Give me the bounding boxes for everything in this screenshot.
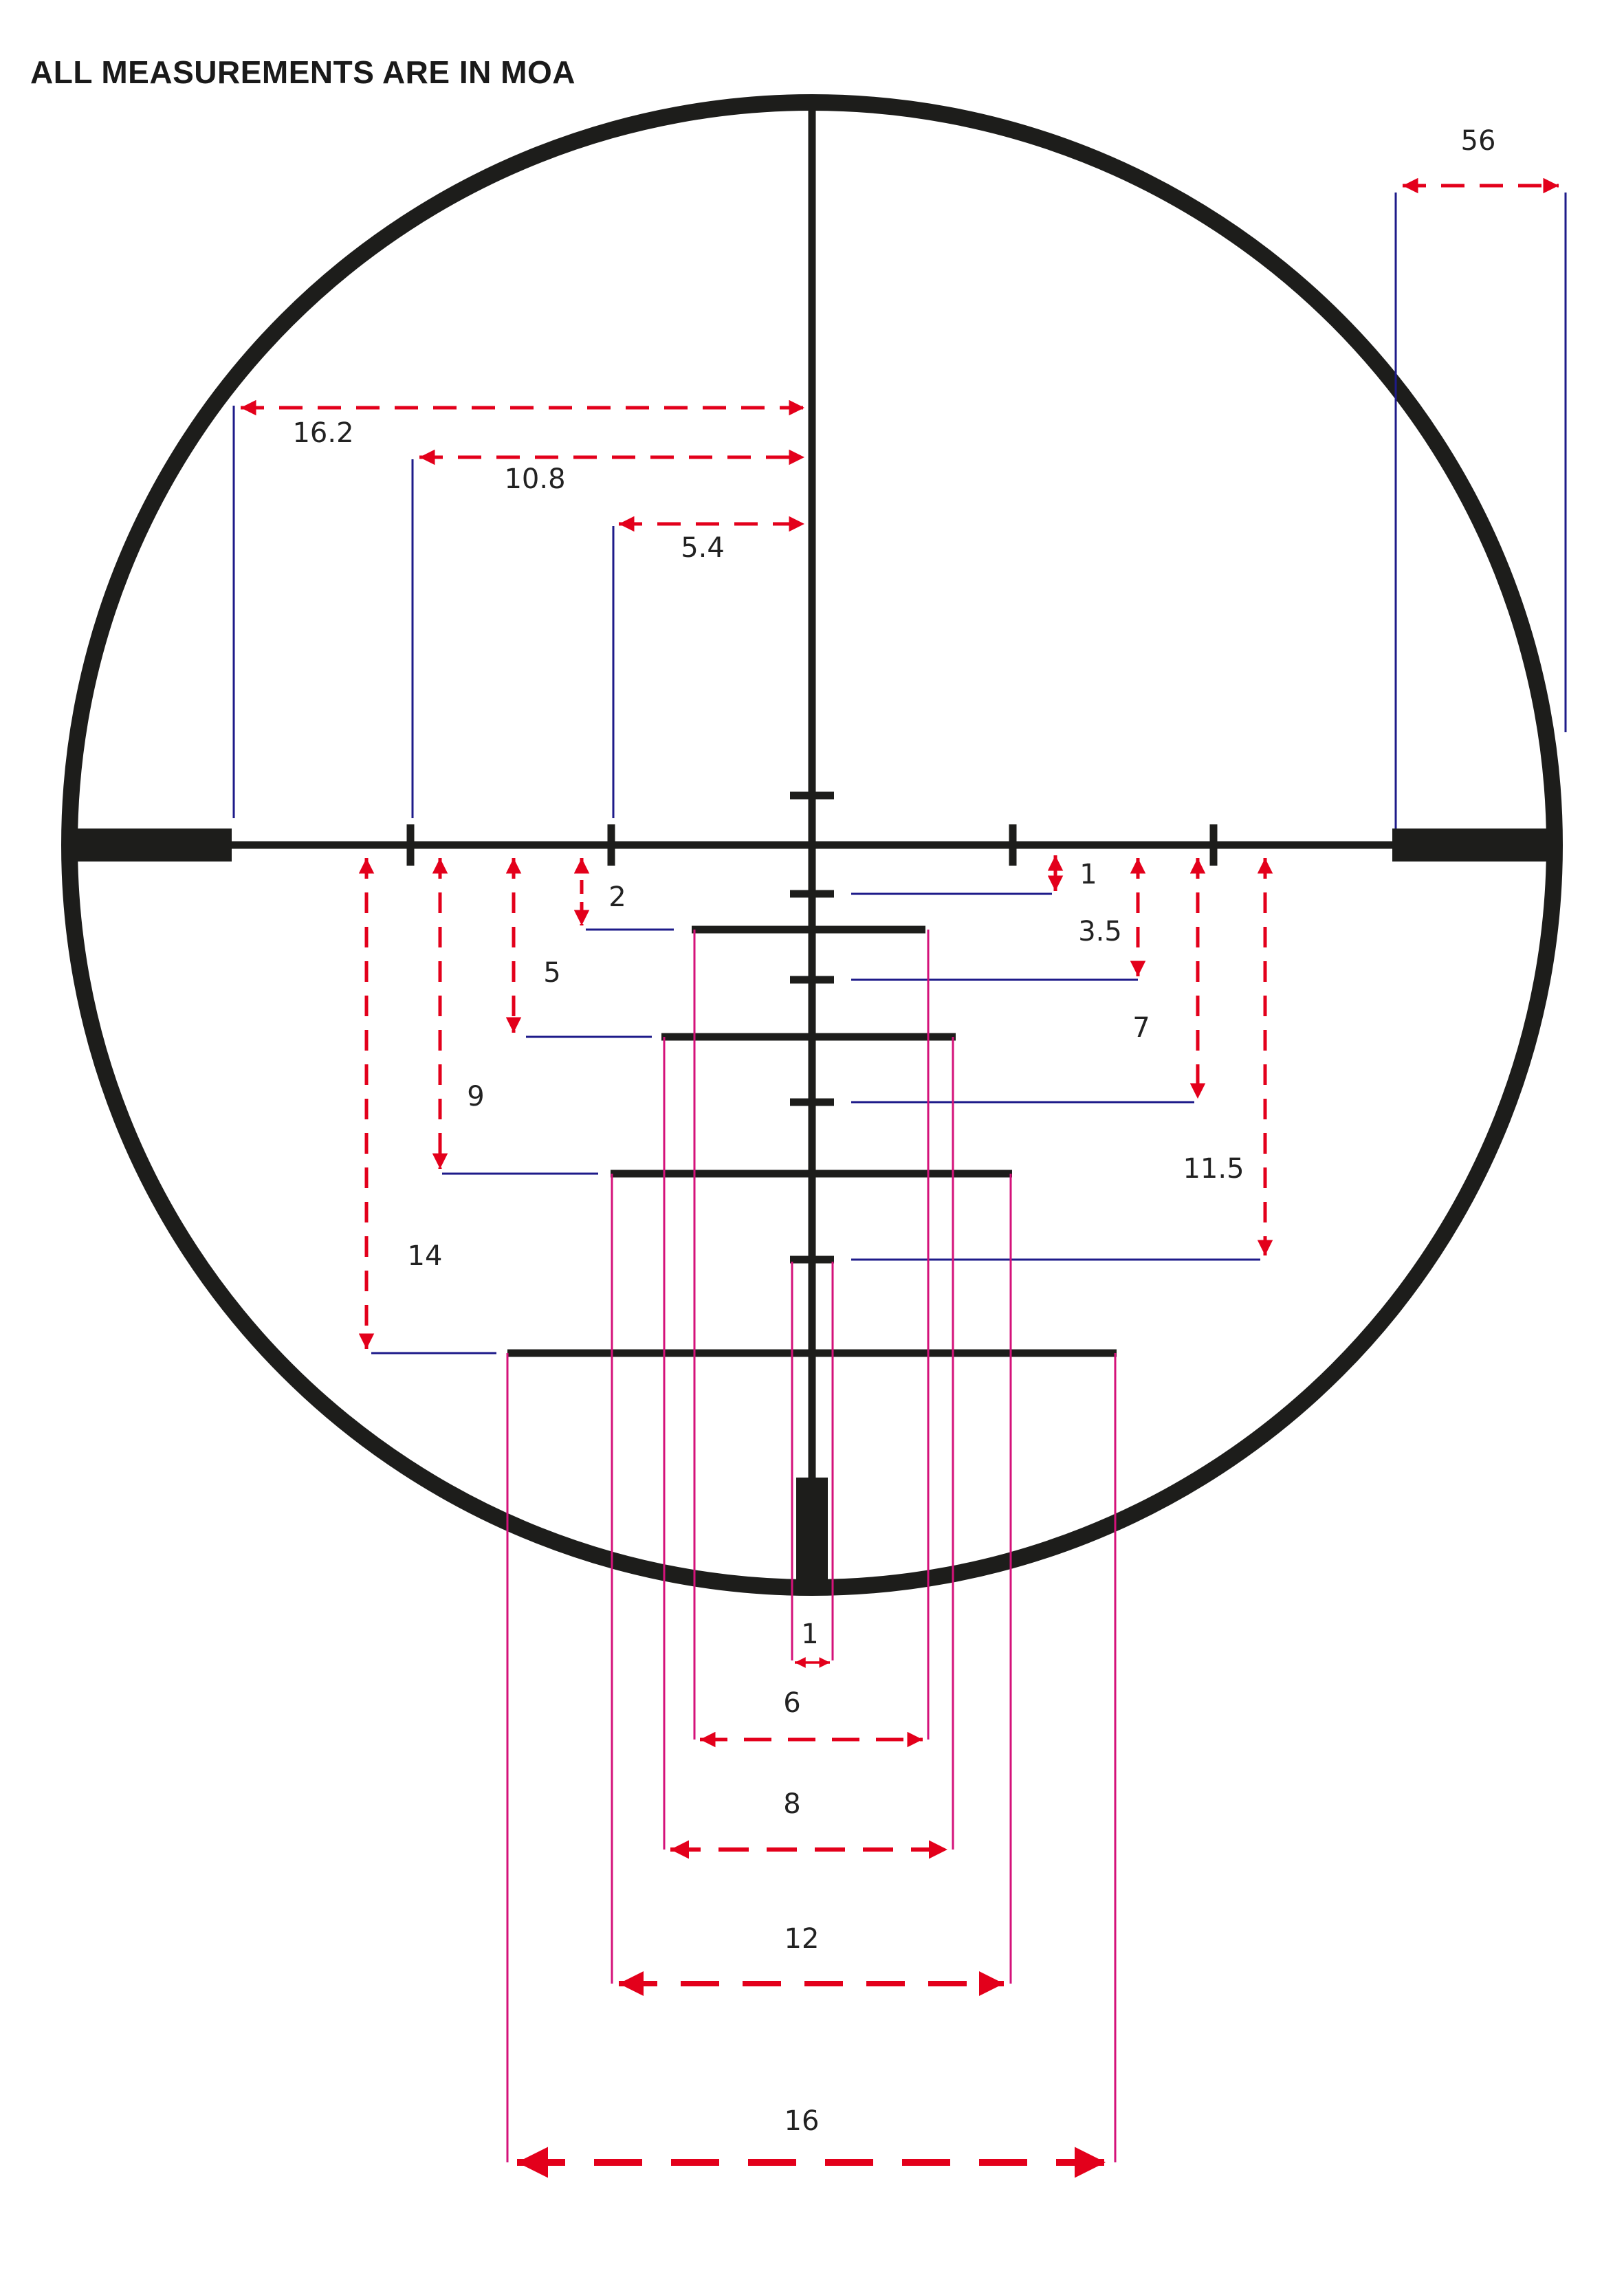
label-5-4: 5.4 xyxy=(681,532,725,564)
label-v-5: 5 xyxy=(543,957,560,989)
label-10-8: 10.8 xyxy=(504,463,565,495)
label-w-6: 6 xyxy=(783,1687,800,1719)
label-v-11-5: 11.5 xyxy=(1183,1153,1244,1185)
label-w-8: 8 xyxy=(783,1788,800,1820)
label-w-1: 1 xyxy=(801,1619,818,1650)
magenta-leaders xyxy=(506,930,1117,2162)
label-v-9: 9 xyxy=(467,1081,484,1112)
label-field-width: 56 xyxy=(1461,125,1496,157)
reticle xyxy=(61,94,1563,1596)
label-v-2: 2 xyxy=(608,881,626,913)
label-16-2: 16.2 xyxy=(292,417,353,449)
page-title: ALL MEASUREMENTS ARE IN MOA xyxy=(30,54,575,90)
blue-leaders xyxy=(232,193,1567,1354)
label-v-14: 14 xyxy=(408,1240,443,1272)
dimension-arrows xyxy=(241,177,1559,2178)
label-w-16: 16 xyxy=(784,2105,820,2137)
label-v-1: 1 xyxy=(1079,859,1097,890)
label-v-7: 7 xyxy=(1132,1012,1150,1044)
label-v-3-5: 3.5 xyxy=(1078,916,1122,947)
dimension-labels: 56 16.2 10.8 5.4 2 5 9 14 1 3.5 7 11.5 1… xyxy=(292,125,1495,2137)
label-w-12: 12 xyxy=(784,1923,820,1955)
